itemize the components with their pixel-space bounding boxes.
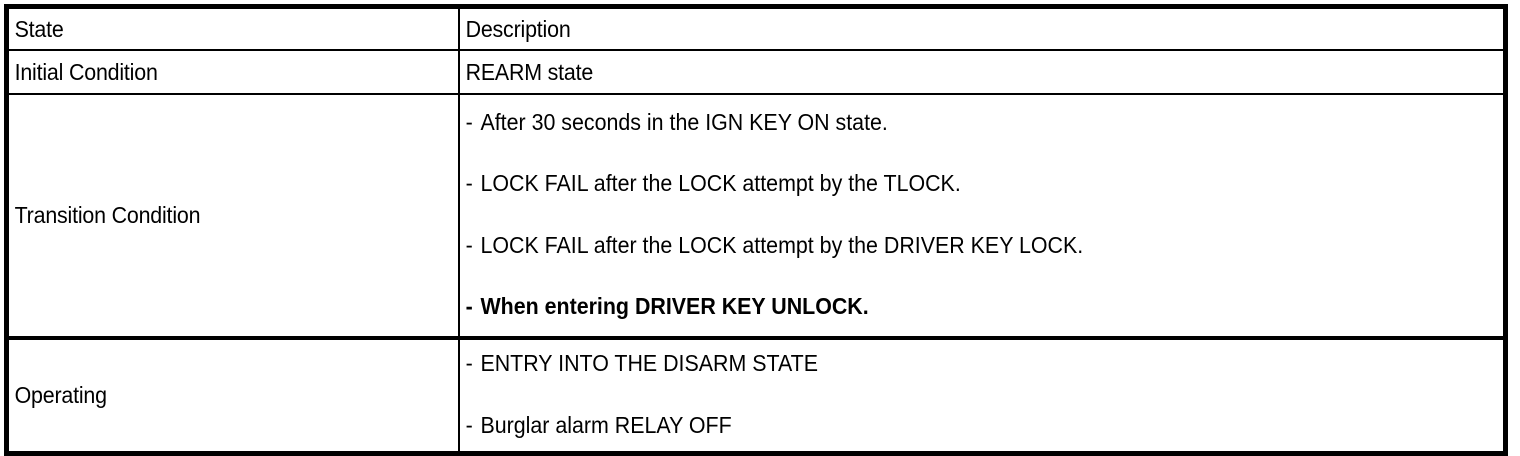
bullet-dash-icon: - (465, 412, 473, 438)
table-row: Transition Condition -After 30 seconds i… (5, 93, 1507, 339)
column-header-description: Description (465, 15, 571, 42)
list-item-label: ENTRY INTO THE DISARM STATE (480, 350, 819, 376)
description-cell-initial: REARM state (458, 49, 1507, 95)
list-item: -When entering DRIVER KEY UNLOCK. (460, 292, 1430, 319)
bullet-dash-icon: - (465, 231, 473, 258)
list-item: -Burglar alarm RELAY OFF (460, 414, 1430, 437)
list-item: -LOCK FAIL after the LOCK attempt by the… (460, 172, 1430, 195)
list-item-label: Burglar alarm RELAY OFF (480, 412, 732, 438)
list-item: -LOCK FAIL after the LOCK attempt by the… (460, 231, 1430, 258)
state-label-cell-transition: Transition Condition (5, 93, 460, 339)
description-initial-condition: REARM state (465, 58, 594, 85)
list-item-label: LOCK FAIL after the LOCK attempt by the … (480, 231, 1084, 258)
state-label-cell-initial: Initial Condition (5, 49, 460, 95)
state-label-cell-operating: Operating (5, 336, 460, 455)
table-row: Initial Condition REARM state (5, 49, 1507, 95)
list-item-label: LOCK FAIL after the LOCK attempt by the … (480, 170, 961, 197)
list-item-label: When entering DRIVER KEY UNLOCK. (480, 292, 869, 319)
column-header-state-cell: State (5, 5, 460, 51)
bullet-dash-icon: - (465, 292, 473, 319)
state-label-transition-condition: Transition Condition (14, 202, 201, 229)
description-cell-operating: -ENTRY INTO THE DISARM STATE -Burglar al… (458, 336, 1507, 455)
description-bullet-list-operating: -ENTRY INTO THE DISARM STATE -Burglar al… (460, 340, 1503, 451)
state-label-operating: Operating (14, 382, 107, 409)
column-header-description-cell: Description (458, 5, 1507, 51)
column-header-state: State (14, 15, 64, 42)
state-label-initial-condition: Initial Condition (14, 58, 158, 85)
description-bullet-list-transition: -After 30 seconds in the IGN KEY ON stat… (460, 95, 1503, 336)
table-header-row: State Description (5, 5, 1507, 51)
bullet-dash-icon: - (465, 170, 473, 197)
description-cell-transition: -After 30 seconds in the IGN KEY ON stat… (458, 93, 1507, 339)
table-row: Operating -ENTRY INTO THE DISARM STATE -… (5, 336, 1507, 455)
bullet-dash-icon: - (465, 350, 473, 376)
state-description-table: State Description Initial Condition REAR… (4, 4, 1508, 456)
list-item: -After 30 seconds in the IGN KEY ON stat… (460, 111, 1430, 134)
bullet-dash-icon: - (465, 109, 473, 135)
list-item: -ENTRY INTO THE DISARM STATE (460, 352, 1430, 375)
list-item-label: After 30 seconds in the IGN KEY ON state… (480, 109, 888, 135)
